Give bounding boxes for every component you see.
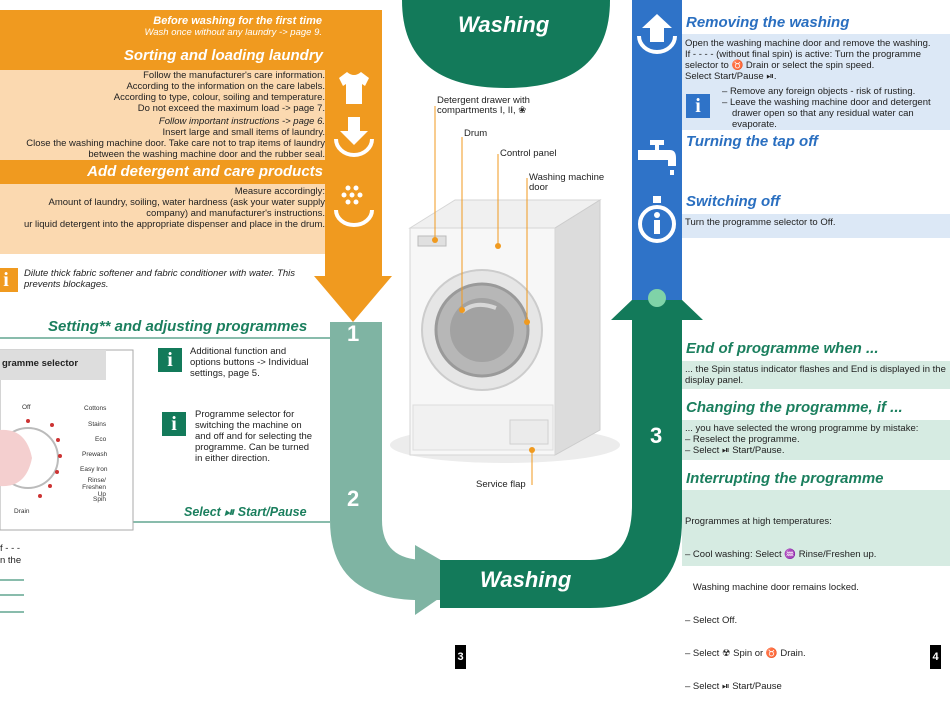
info-icon: i	[158, 348, 182, 372]
callout-service-flap: Service flap	[476, 479, 526, 490]
sorting-text-band	[0, 70, 325, 114]
setting-heading: Setting** and adjusting programmes	[48, 318, 308, 335]
switching-text-band	[682, 214, 950, 238]
step-number: 1	[347, 321, 360, 346]
select-start-pause-label: Select ⏯ Start/Pause	[184, 505, 307, 519]
info-icon: i	[0, 268, 18, 292]
removing-tips: – Remove any foreign objects - risk of r…	[722, 86, 931, 130]
tap-heading: Turning the tap off	[686, 133, 818, 150]
callout-drawer: Detergent drawer with compartments I, II…	[437, 95, 530, 116]
sorting-heading-band	[0, 44, 325, 70]
washing-machine-illustration	[390, 199, 620, 463]
removing-text: Open the washing machine door and remove…	[685, 38, 931, 82]
changing-text-band	[682, 420, 950, 460]
detergent-dots-icon	[334, 185, 374, 227]
changing-heading: Changing the programme, if ...	[686, 399, 903, 416]
info-icon: i	[686, 94, 710, 118]
page-number: 3	[455, 645, 466, 669]
removing-heading: Removing the washing	[686, 14, 850, 31]
info-icon: i	[162, 412, 186, 436]
upload-arrow-icon	[637, 14, 677, 54]
callout-drum: Drum	[464, 128, 488, 139]
teal-path	[330, 322, 440, 600]
sorting-heading: Sorting and loading laundry	[123, 47, 323, 64]
load-arrow-icon	[334, 117, 374, 157]
background-graphics	[0, 0, 950, 615]
interrupting-heading: Interrupting the programme	[686, 470, 884, 487]
detergent-text-band	[0, 184, 325, 254]
interrupting-text: Programmes at high temperatures: – Cool …	[685, 516, 877, 692]
end-text-band	[682, 361, 950, 389]
switching-heading: Switching off	[686, 193, 780, 210]
softener-tip: Dilute thick fabric softener and fabric …	[24, 268, 296, 290]
page-number: 4	[930, 645, 941, 669]
sorting-text-band-2	[0, 114, 325, 162]
washing-top-semicircle	[402, 0, 610, 88]
green-dot	[648, 289, 666, 307]
detergent-heading: Add detergent and care products	[87, 163, 323, 180]
shirt-icon	[339, 72, 369, 104]
green-path	[440, 320, 682, 608]
first-time-subtitle: Wash once without any laundry -> page 9.	[144, 27, 322, 38]
selector-header-band	[0, 350, 106, 380]
callout-control-panel: Control panel	[500, 148, 557, 159]
sorting-text: Follow the manufacturer's care informati…	[26, 70, 325, 160]
interrupting-text-band	[682, 490, 950, 566]
detergent-heading-band	[0, 160, 325, 184]
changing-text: ... you have selected the wrong programm…	[685, 423, 919, 456]
callout-door: Washing machine door	[529, 172, 605, 193]
power-info-icon	[638, 196, 676, 243]
first-time-title: Before washing for the first time	[153, 15, 322, 27]
detergent-text: Measure accordingly: Amount of laundry, …	[23, 186, 325, 230]
step-number: 2	[347, 486, 360, 511]
orange-down-arrow	[314, 276, 392, 322]
switching-text: Turn the programme selector to Off.	[685, 217, 836, 228]
step-number: 3	[650, 423, 663, 448]
washing-bottom-title: Washing	[480, 567, 572, 592]
selector-header: gramme selector	[2, 358, 79, 369]
info-programme-selector: Programme selector for switching the mac…	[195, 409, 313, 464]
tap-icon	[638, 140, 676, 175]
washing-top-title: Washing	[458, 12, 550, 37]
end-text: ... the Spin status indicator flashes an…	[685, 364, 946, 386]
end-heading: End of programme when ...	[686, 340, 879, 357]
info-additional-function: Additional function and options buttons …	[190, 346, 309, 379]
removing-text-band	[682, 34, 950, 130]
